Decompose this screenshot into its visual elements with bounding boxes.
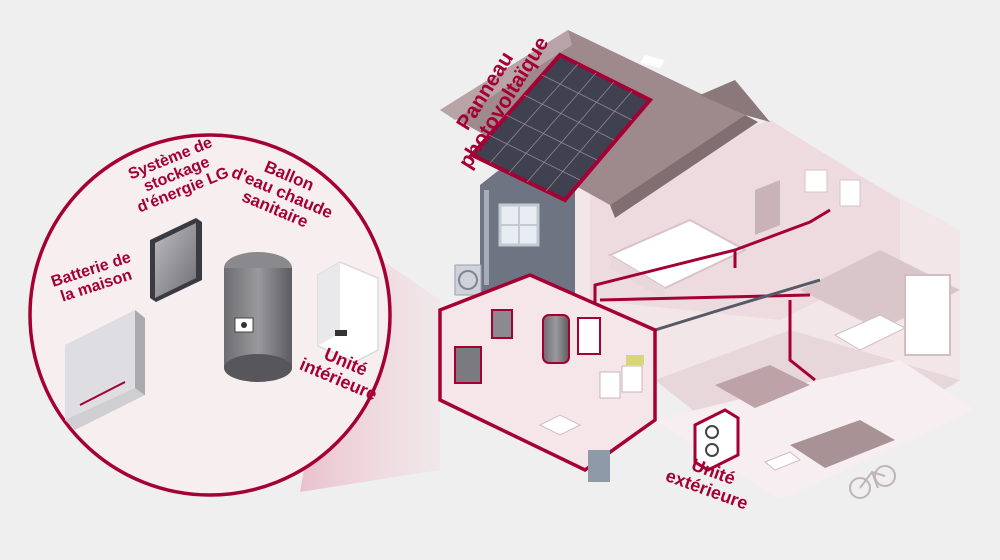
home-battery-icon (65, 310, 145, 430)
bicycle-icon (849, 465, 896, 499)
dining-table (715, 365, 810, 408)
outdoor-unit-icon (693, 408, 740, 472)
utility-room (438, 273, 657, 482)
hot-water-tank-icon (224, 252, 292, 382)
rug (790, 420, 895, 468)
bed (607, 218, 748, 290)
solar-panel-icon (468, 52, 654, 203)
indoor-unit-icon (317, 261, 379, 363)
energy-storage-icon (150, 218, 202, 302)
house (438, 30, 975, 500)
zoom-circle (28, 133, 392, 497)
